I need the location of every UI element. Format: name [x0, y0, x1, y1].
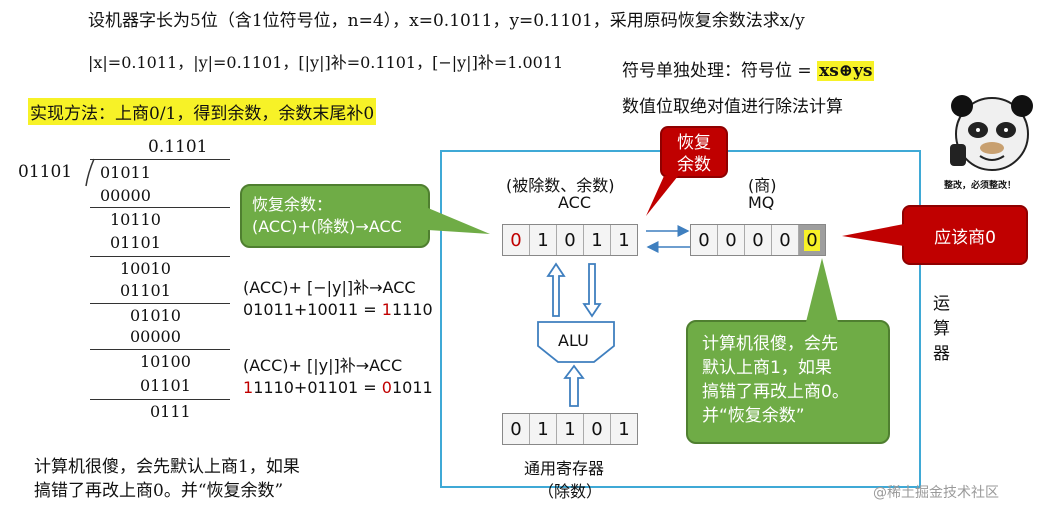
- alu-label: ALU: [558, 331, 589, 350]
- gpr-alu-arrow: [563, 364, 585, 407]
- computer-note-line2: 默认上商1，如果: [702, 358, 832, 378]
- absolute-values-line: |x|=0.1011，|y|=0.1101，[|y|]补=0.1101，[−|y…: [88, 53, 564, 72]
- division-bracket: [85, 158, 95, 187]
- panda-meme-icon: [950, 95, 1033, 171]
- gpr-bit: 1: [611, 414, 637, 444]
- quotient: 0.1101: [148, 137, 208, 157]
- division-row: 10110: [110, 210, 161, 229]
- acc-caption: (被除数、余数): [506, 176, 615, 195]
- mq-bit: 0: [772, 225, 799, 255]
- division-row: 01010: [130, 306, 181, 325]
- problem-statement: 设机器字长为5位（含1位符号位，n=4），x=0.1011，y=0.1101，采…: [88, 11, 805, 31]
- gpr-label: 通用寄存器: [524, 459, 605, 478]
- mq-bit: 0: [691, 225, 718, 255]
- restore-remainder-callout: 恢复余数： (ACC)+(除数)→ACC: [240, 184, 430, 248]
- restore-remainder-line1: 恢复余数：: [252, 195, 333, 214]
- step2-calc-red1: 1: [243, 378, 254, 397]
- alu-to-acc-arrow: [546, 262, 566, 317]
- division-row: 0111: [150, 402, 191, 421]
- division-rule: [90, 256, 230, 257]
- gpr-bit: 0: [584, 414, 611, 444]
- division-row: 00000: [100, 186, 151, 205]
- division-row: 01101: [110, 233, 161, 252]
- gpr-bit: 1: [557, 414, 584, 444]
- quotient-line: [90, 159, 230, 160]
- acc-bit: 1: [530, 225, 557, 255]
- step2-calc-a: 1110+01101 =: [253, 378, 382, 397]
- acc-bit: 1: [584, 225, 611, 255]
- meme-image: 整改，必须整改！: [940, 86, 1044, 192]
- acc-register: 0 1 0 1 1: [502, 224, 638, 256]
- mq-bit: 0: [745, 225, 772, 255]
- mq-bit-last: 0: [799, 225, 825, 255]
- step1-calc-b: 1110: [391, 300, 433, 319]
- sign-rule: 符号单独处理：符号位 = xs⊕ys: [622, 56, 875, 81]
- step1-title: (ACC)+ [−|y|]补→ACC: [243, 278, 416, 297]
- restore-callout-pointer: [646, 176, 678, 216]
- alu-panel-label: 运 算 器: [933, 294, 950, 364]
- gpr-sublabel: （除数）: [538, 482, 603, 501]
- division-row: 01101: [120, 281, 171, 300]
- division-row: 01011: [100, 163, 151, 182]
- mq-bit: 0: [718, 225, 745, 255]
- gpr-register: 0 1 1 0 1: [502, 413, 638, 445]
- mq-register: 0 0 0 0 0: [690, 224, 826, 256]
- step2-calc-red2: 0: [381, 378, 392, 397]
- division-rule: [90, 399, 230, 400]
- computer-note-line3: 搞错了再改上商0。: [702, 382, 849, 402]
- watermark: @稀土掘金技术社区: [873, 485, 999, 501]
- acc-mq-arrows: [646, 225, 690, 253]
- division-rule: [90, 349, 230, 350]
- step2-calc: 11110+01101 = 01011: [243, 378, 433, 397]
- division-rule: [90, 303, 230, 304]
- acc-label: ACC: [558, 193, 592, 212]
- divisor: 01101: [18, 162, 73, 182]
- mq-bit-last-value: 0: [804, 229, 820, 251]
- step1-calc: 01011+10011 = 11110: [243, 300, 433, 319]
- gpr-bit: 0: [503, 414, 530, 444]
- should-quotient-callout: 应该商0: [902, 205, 1028, 265]
- mq-label: MQ: [748, 193, 775, 212]
- value-rule: 数值位取绝对值进行除法计算: [622, 97, 843, 117]
- computer-note-pointer: [806, 258, 838, 322]
- step2-title: (ACC)+ [|y|]补→ACC: [243, 356, 403, 375]
- bottom-note-line2: 搞错了再改上商0。并“恢复余数”: [34, 481, 284, 501]
- should-quotient-pointer: [842, 224, 904, 246]
- acc-to-alu-arrow: [582, 263, 602, 318]
- gpr-bit: 1: [530, 414, 557, 444]
- computer-note-line4: 并“恢复余数”: [702, 406, 805, 426]
- division-row: 10100: [140, 352, 191, 371]
- sign-rule-label: 符号单独处理：符号位 =: [622, 61, 818, 81]
- mq-caption: (商): [748, 176, 777, 195]
- step1-calc-red: 1: [381, 300, 392, 319]
- step1-calc-a: 01011+10011 =: [243, 300, 382, 319]
- restore-remainder-pointer: [428, 208, 490, 234]
- restore-callout-line1: 恢复: [677, 133, 711, 153]
- computer-note-line1: 计算机很傻，会先: [702, 334, 838, 354]
- sign-formula: xs⊕ys: [817, 61, 875, 81]
- bottom-note-line1: 计算机很傻，会先默认上商1，如果: [34, 457, 300, 477]
- restore-callout-line2: 余数: [677, 155, 711, 175]
- alu-shape: [537, 321, 615, 363]
- division-row: 00000: [130, 327, 181, 346]
- method-line: 实现方法：上商0/1，得到余数，余数末尾补0: [28, 98, 377, 125]
- meme-caption: 整改，必须整改！: [944, 181, 1017, 191]
- acc-bit: 0: [503, 225, 530, 255]
- acc-alu-arrows: [546, 262, 602, 318]
- division-rule: [90, 207, 230, 208]
- acc-bit: 0: [557, 225, 584, 255]
- computer-note-callout: 计算机很傻，会先 默认上商1，如果 搞错了再改上商0。 并“恢复余数”: [686, 320, 890, 444]
- division-row: 10010: [120, 259, 171, 278]
- restore-callout: 恢复 余数: [660, 126, 728, 178]
- restore-remainder-line2: (ACC)+(除数)→ACC: [252, 217, 402, 236]
- step2-calc-b: 1011: [391, 378, 433, 397]
- division-row: 01101: [140, 376, 191, 395]
- acc-bit: 1: [611, 225, 637, 255]
